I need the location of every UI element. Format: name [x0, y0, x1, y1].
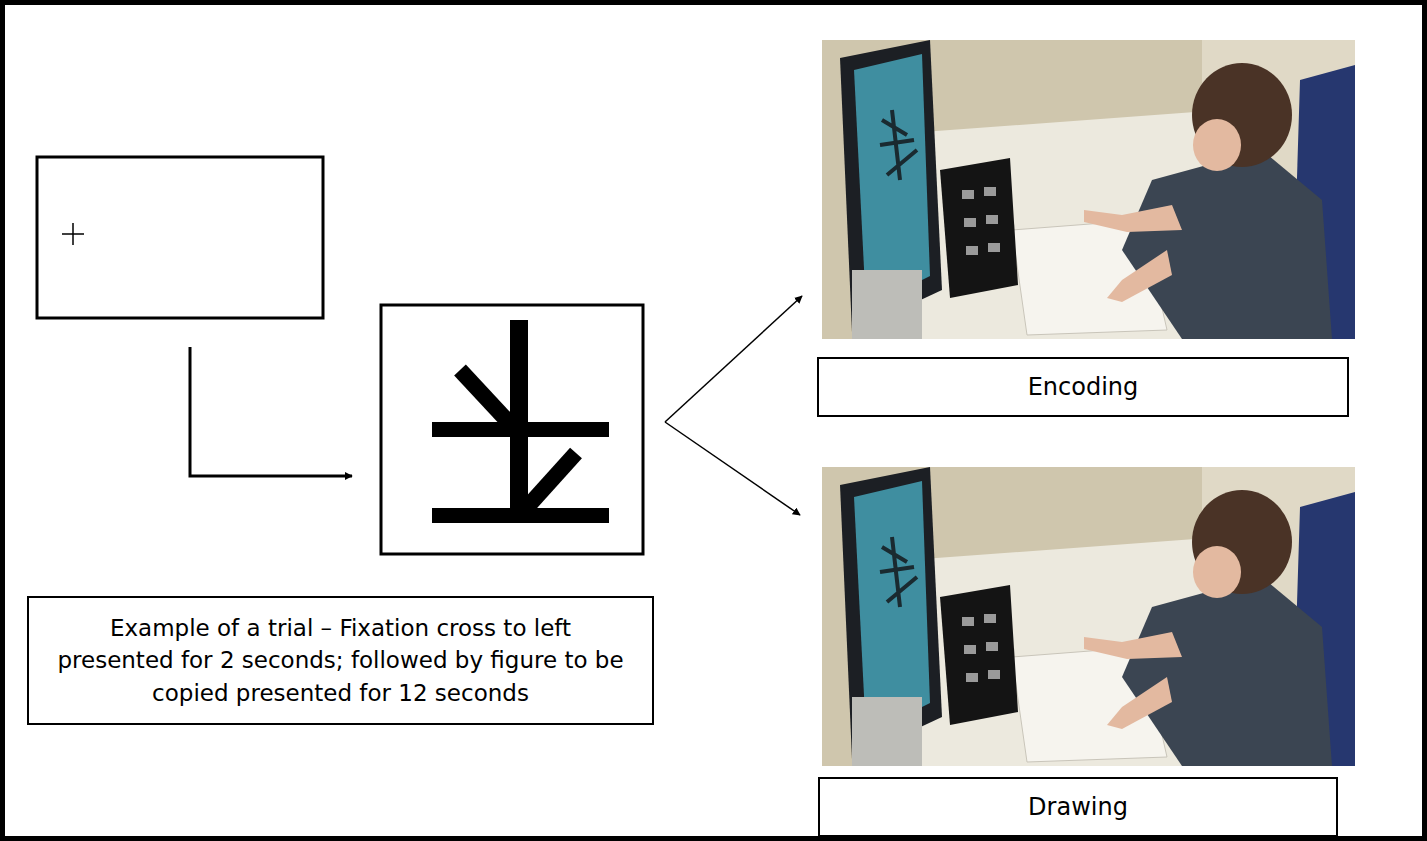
photo-encoding [822, 40, 1355, 339]
photo-drawing [822, 467, 1355, 766]
label-box: Encoding [817, 357, 1349, 417]
stimulus-figure [432, 320, 609, 523]
figure-screen [381, 305, 643, 554]
branch-arrow [665, 296, 802, 422]
fixation-screen [37, 157, 323, 318]
box-text: Drawing [1028, 793, 1128, 822]
fixation-cross [62, 223, 84, 245]
sequence-arrow [190, 347, 352, 476]
caption-box: Example of a trial – Fixation cross to l… [27, 596, 654, 725]
label-box: Drawing [818, 777, 1338, 837]
box-text: Encoding [1028, 373, 1139, 402]
box-text: Example of a trial – Fixation cross to l… [49, 612, 632, 709]
branch-arrow [665, 422, 800, 515]
